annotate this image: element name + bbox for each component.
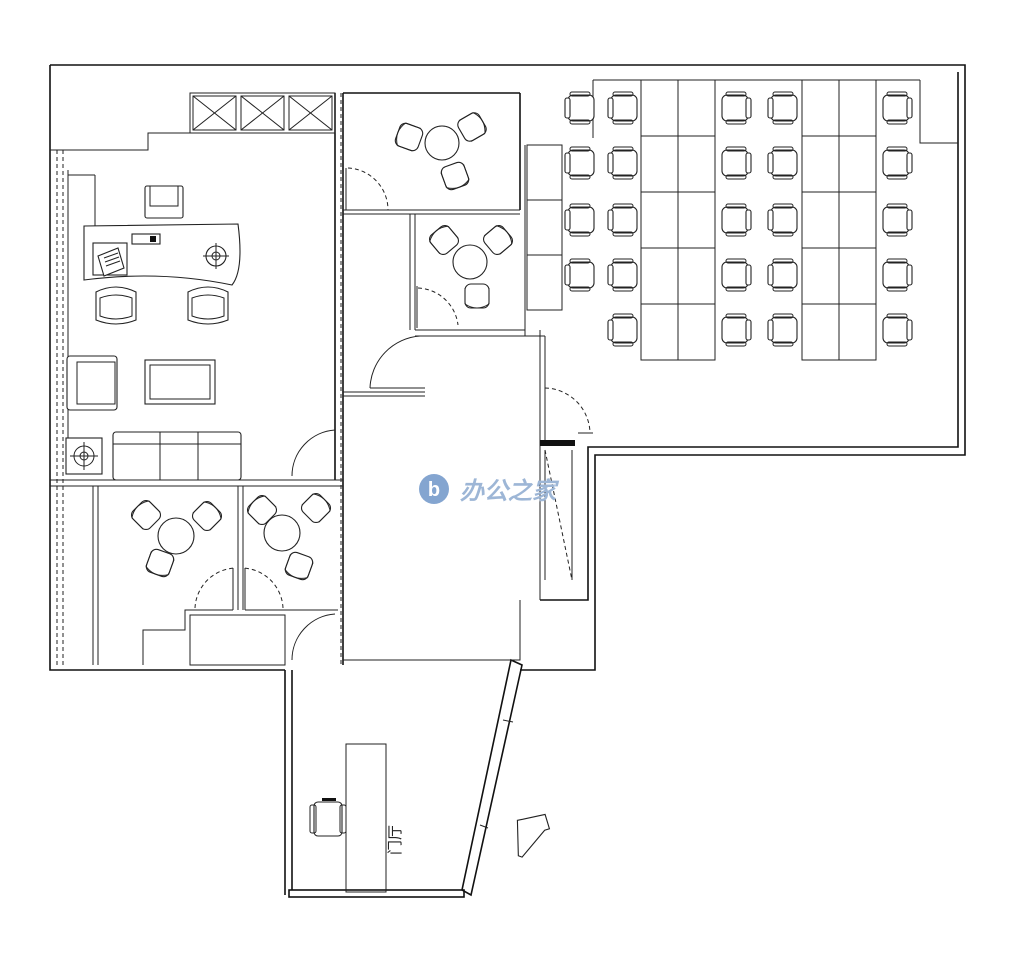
meeting-chairs xyxy=(130,112,514,581)
meeting-chair xyxy=(284,551,314,581)
office-chair xyxy=(882,258,913,292)
watermark-logo-letter: b xyxy=(428,479,440,501)
office-chair xyxy=(882,313,913,347)
office-chair xyxy=(721,146,752,180)
meeting-rooms-center xyxy=(424,125,488,280)
meeting-chair xyxy=(464,283,490,309)
meeting-chair xyxy=(482,224,514,256)
office-chair xyxy=(721,91,752,125)
meeting-chair xyxy=(246,494,278,526)
meeting-chair xyxy=(457,112,487,142)
office-chair xyxy=(564,91,595,125)
watermark: b 办公之家 xyxy=(419,474,560,505)
watermark-logo-icon xyxy=(419,474,449,504)
office-chair xyxy=(607,146,638,180)
office-chair xyxy=(564,203,595,237)
office-chair xyxy=(721,313,752,347)
meeting-chair xyxy=(145,548,175,578)
doors xyxy=(194,167,593,661)
office-chair xyxy=(767,146,798,180)
meeting-chair xyxy=(300,492,332,524)
office-chair xyxy=(607,91,638,125)
executive-office xyxy=(50,92,343,487)
meeting-chair xyxy=(428,224,460,256)
office-chair xyxy=(607,313,638,347)
office-chair xyxy=(607,258,638,292)
meeting-chair xyxy=(394,122,424,152)
outer-walls xyxy=(49,64,966,898)
meeting-chair xyxy=(440,161,470,191)
office-chair xyxy=(721,258,752,292)
office-chairs xyxy=(564,91,913,347)
meeting-chair xyxy=(130,499,162,531)
reception-chair xyxy=(309,798,347,837)
office-chair xyxy=(767,313,798,347)
lobby-label: 门厅 xyxy=(387,825,404,855)
watermark-text: 办公之家 xyxy=(460,478,560,505)
office-chair xyxy=(767,258,798,292)
office-chair xyxy=(564,258,595,292)
office-chair xyxy=(882,203,913,237)
office-chair xyxy=(767,203,798,237)
corridor-walls xyxy=(334,92,575,665)
lobby: 门厅 xyxy=(309,798,551,858)
meeting-chair xyxy=(191,500,223,532)
window-units xyxy=(189,92,336,134)
office-chair xyxy=(607,203,638,237)
office-chair xyxy=(882,91,913,125)
entrance-arrow-icon xyxy=(516,813,551,858)
office-chair xyxy=(564,146,595,180)
meeting-rooms-bottom-left xyxy=(92,486,338,666)
office-chair xyxy=(721,203,752,237)
office-chair xyxy=(882,146,913,180)
office-chair xyxy=(767,91,798,125)
